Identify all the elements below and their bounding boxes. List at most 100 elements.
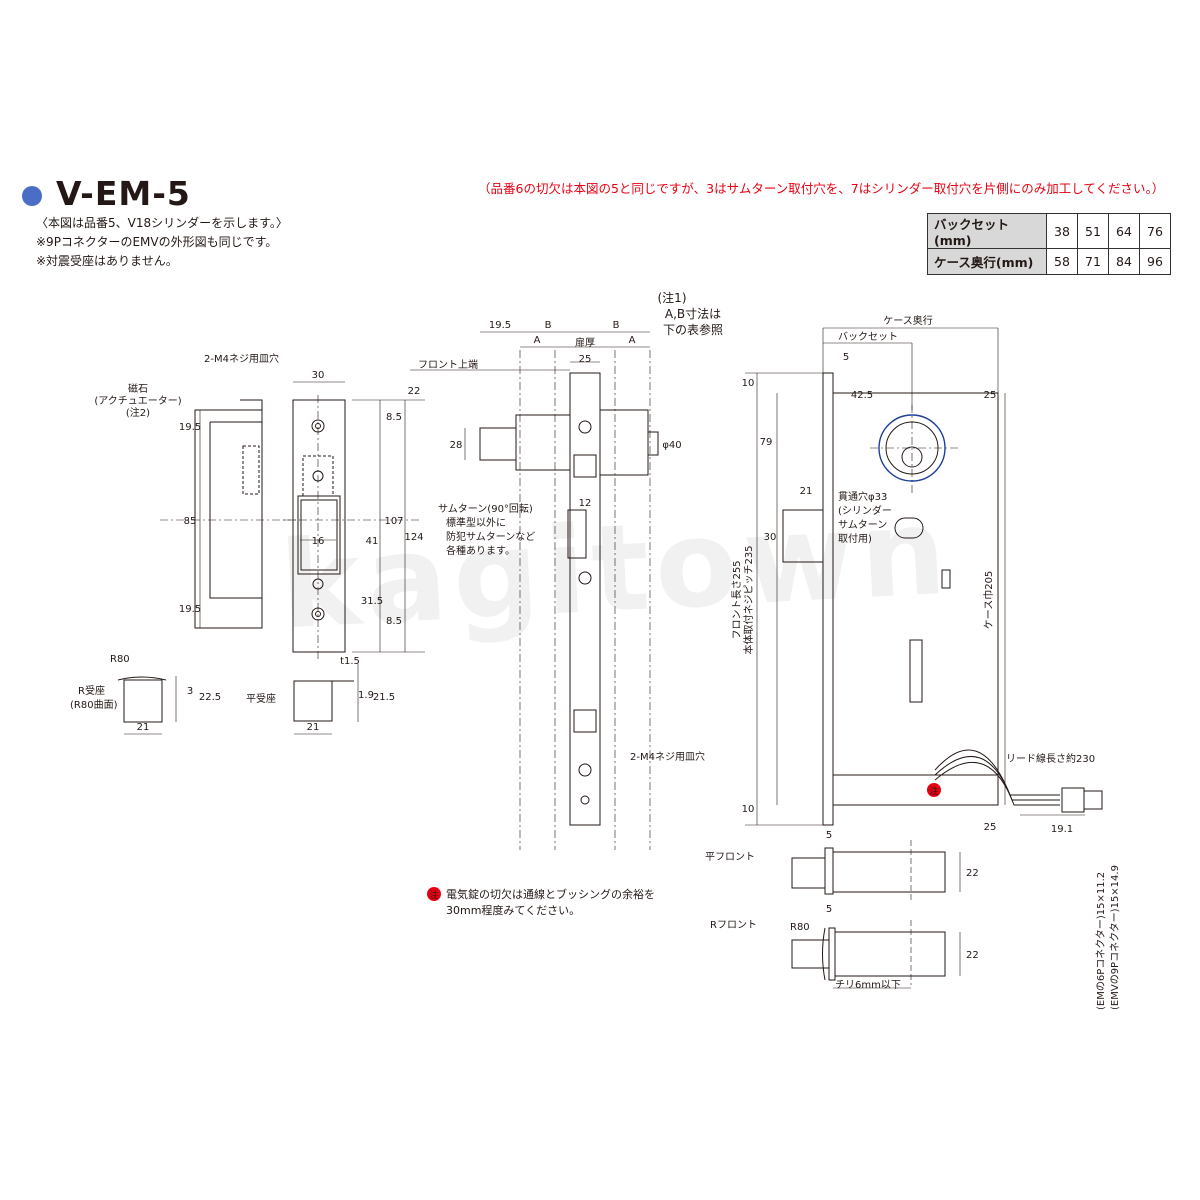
dim-label: 8.5: [386, 412, 402, 423]
note-line: ※9PコネクターのEMVの外形図も同じです。: [36, 235, 278, 249]
dim-label: 19.5: [179, 422, 201, 433]
dim-label: 25: [579, 354, 592, 365]
electric-note-line: 30mm程度みてください。: [446, 903, 580, 917]
dim-label: B: [613, 320, 620, 331]
r80-label: R80: [790, 922, 810, 933]
red-header-note: （品番6の切欠は本図の5と同じですが、3はサムターン取付穴を、7はシリンダー取付…: [478, 181, 1165, 196]
note1-marker: (注1): [658, 290, 687, 305]
magnet-note: (注2): [126, 406, 150, 419]
dim-label: 79: [760, 437, 773, 448]
dim-label: 42.5: [851, 390, 873, 401]
through-hole-label: 貫通穴φ33: [838, 490, 887, 503]
dim-label: t1.5: [340, 656, 360, 667]
dim-label: 22.5: [199, 692, 221, 703]
note-marker-text: 注: [429, 889, 438, 901]
magnet-label: 磁石: [128, 382, 148, 395]
lead-wire-label: リード線長さ約230: [1006, 752, 1095, 765]
through-hole-label: 取付用): [838, 532, 872, 545]
spec-table: バックセット(mm) 38 51 64 76 ケース奥行(mm) 58 71 8…: [927, 213, 1171, 275]
thumbturn-label: 防犯サムターンなど: [446, 530, 535, 543]
strike-plate-view: [283, 381, 425, 660]
dim-label: 1.9: [358, 690, 374, 701]
dim-label: 31.5: [361, 596, 383, 607]
dim-label: 30: [764, 532, 777, 543]
dim-label: 5: [843, 352, 849, 363]
magnet-sublabel: (アクチュエーター): [94, 395, 181, 407]
lock-front-view: [410, 331, 659, 850]
dim-label: 25: [984, 390, 997, 401]
dim-label: 30: [312, 370, 325, 381]
r-front-label: Rフロント: [710, 920, 757, 931]
flat-strike-label: 平受座: [246, 692, 276, 705]
thumbturn-label: サムターン(90°回転): [438, 503, 533, 515]
dim-label: 41: [366, 536, 379, 547]
dim-label: 5: [826, 904, 832, 915]
dim-label: 21: [800, 486, 813, 497]
page-title: V-EM-5: [56, 174, 191, 213]
dim-label: 22: [966, 868, 979, 879]
flat-strike-plate: [293, 664, 359, 735]
note-marker-text: 注: [929, 785, 938, 797]
r-strike-label: R受座: [78, 684, 105, 697]
spec-cell: 96: [1139, 248, 1171, 275]
dim-label: 107: [384, 516, 403, 527]
screw-hole-label: 2-M4ネジ用皿穴: [204, 352, 279, 365]
dim-label: 16: [312, 536, 325, 547]
dim-label: 85: [184, 516, 197, 527]
dim-label: 25: [984, 822, 997, 833]
r80-label: R80: [110, 654, 130, 665]
dim-label: 8.5: [386, 616, 402, 627]
dim-label: 21: [307, 722, 320, 733]
r-strike-plate: [117, 676, 177, 735]
door-thickness-label: 扉厚: [575, 336, 595, 349]
dim-label: 3: [187, 686, 193, 697]
through-hole-label: (シリンダー: [838, 504, 892, 517]
r-front-view: [791, 920, 961, 989]
case-width-label: ケース巾205: [982, 571, 995, 630]
dim-label: 10: [742, 804, 755, 815]
header-notes: 〈本図は品番5、V18シリンダーを示します。〉 ※9PコネクターのEMVの外形図…: [36, 214, 288, 271]
magnet-strike-view: [160, 399, 300, 629]
dim-label: 5: [826, 830, 832, 841]
spec-row-label: バックセット(mm): [927, 213, 1047, 249]
note1-line: 下の表参照: [663, 322, 723, 337]
connector-9p-label: (EMVの9Pコネクター)15×14.9: [1109, 865, 1121, 1010]
note-line: 〈本図は品番5、V18シリンダーを示します。〉: [36, 216, 288, 230]
flat-front-view: [791, 840, 961, 900]
dim-label: 22: [966, 950, 979, 961]
dim-label: 21.5: [373, 692, 395, 703]
case-depth-label: ケース奥行: [883, 314, 933, 327]
table-row: ケース奥行(mm) 58 71 84 96: [927, 248, 1171, 275]
dim-label: A: [534, 335, 541, 346]
flat-front-label: 平フロント: [705, 852, 755, 863]
dim-label: 19.5: [179, 604, 201, 615]
thumbturn-label: 標準型以外に: [446, 516, 506, 529]
dim-label: A: [629, 335, 636, 346]
front-length-label: フロント長さ255: [731, 560, 743, 639]
dim-label: B: [545, 320, 552, 331]
spec-row-label: ケース奥行(mm): [927, 248, 1047, 275]
dim-label: 19.1: [1051, 824, 1073, 835]
note1-line: A,B寸法は: [665, 307, 721, 321]
spec-cell: 71: [1077, 248, 1109, 275]
spec-cell: 64: [1108, 213, 1140, 249]
lock-case-view: [745, 327, 1103, 826]
dim-label: 124: [404, 532, 423, 543]
thumbturn-label: 各種あります。: [446, 544, 515, 557]
dim-label: 21: [137, 722, 150, 733]
dim-label: 22: [408, 386, 421, 397]
through-hole-label: サムターン: [838, 519, 887, 531]
mount-pitch-label: 本体取付ネジピッチ235: [742, 545, 755, 654]
spec-cell: 84: [1108, 248, 1140, 275]
note-marker-icon: [427, 887, 441, 901]
backset-label: バックセット: [838, 331, 898, 343]
title-bullet-icon: [22, 186, 42, 206]
dim-label: φ40: [662, 440, 681, 451]
dim-label: 12: [579, 498, 592, 509]
note-line: ※対震受座はありません。: [36, 254, 178, 268]
front-top-label: フロント上端: [418, 358, 478, 371]
dim-label: 10: [742, 378, 755, 389]
r-strike-sublabel: (R80曲面): [70, 699, 118, 711]
spec-cell: 58: [1046, 248, 1078, 275]
